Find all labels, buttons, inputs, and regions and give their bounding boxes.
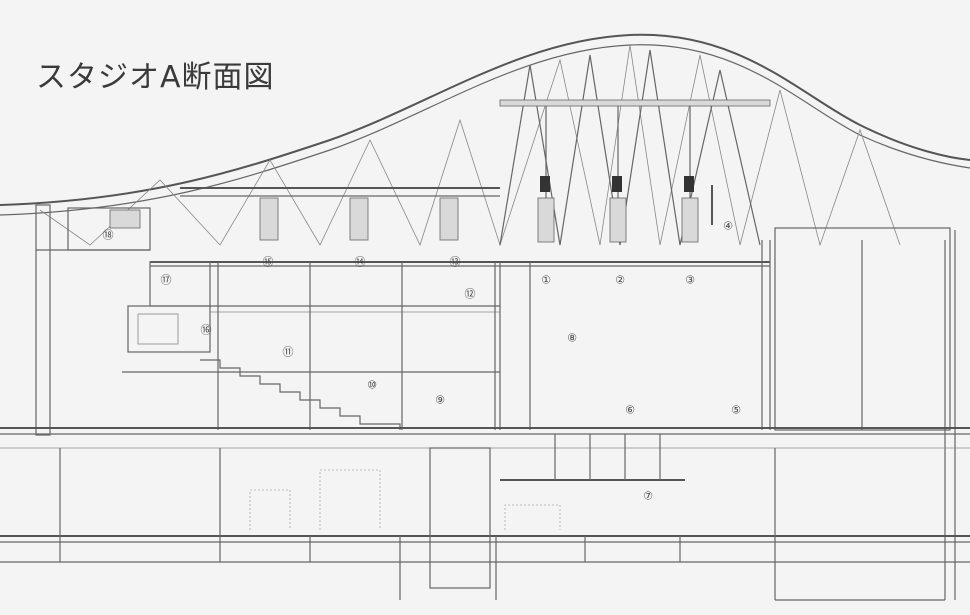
marker-18-label: ⑱ [103, 229, 114, 242]
marker-10: ⑩ [367, 379, 377, 392]
marker-6: ⑥ [625, 404, 635, 417]
light-fixtures [259, 106, 713, 243]
roof-truss-2 [499, 49, 761, 246]
marker-15: ⑮ [263, 256, 274, 269]
marker-5: ⑤ [731, 404, 741, 417]
marker-12: ⑫ [465, 288, 476, 301]
roof-curve-inner [0, 44, 970, 216]
marker-14-label: ⑭ [355, 256, 366, 269]
roof-curve-outer [0, 33, 970, 206]
room-16 [127, 305, 211, 353]
marker-1: ① [541, 274, 551, 287]
marker-18: ⑱ [103, 229, 114, 242]
marker-5-label: ⑤ [731, 404, 741, 417]
marker-1-label: ① [541, 274, 551, 287]
marker-17: ⑰ [161, 274, 172, 287]
marker-3: ③ [685, 274, 695, 287]
marker-4-label: ④ [723, 220, 733, 233]
marker-11: ⑪ [283, 346, 294, 359]
left-wall [35, 204, 51, 436]
marker-16-label: ⑯ [201, 324, 212, 337]
stored-seating-3 [504, 504, 561, 530]
marker-12-label: ⑫ [465, 288, 476, 301]
columns [217, 240, 771, 430]
roof-truss [39, 44, 901, 247]
marker-2: ② [615, 274, 625, 287]
lift-shaft [429, 447, 491, 589]
marker-7-label: ⑦ [643, 490, 653, 503]
marker-13: ⑬ [450, 256, 461, 269]
marker-4: ④ [723, 220, 733, 233]
marker-17-label: ⑰ [161, 274, 172, 287]
marker-10-label: ⑩ [367, 379, 377, 392]
marker-15-label: ⑮ [263, 256, 274, 269]
marker-3-label: ③ [685, 274, 695, 287]
marker-14: ⑭ [355, 256, 366, 269]
camera-box [109, 209, 141, 229]
marker-8: ⑧ [567, 332, 577, 345]
marker-7: ⑦ [643, 490, 653, 503]
basement-columns [59, 448, 776, 600]
marker-11-label: ⑪ [283, 346, 294, 359]
marker-9: ⑨ [435, 394, 445, 407]
marker-9-label: ⑨ [435, 394, 445, 407]
stored-seating-2 [319, 469, 381, 530]
marker-6-label: ⑥ [625, 404, 635, 417]
marker-2-label: ② [615, 274, 625, 287]
stored-seating-1 [249, 489, 291, 530]
drawing-title: スタジオA断面図 [36, 60, 275, 95]
room-16-inner [137, 313, 179, 345]
marker-16: ⑯ [201, 324, 212, 337]
room-17 [149, 261, 211, 307]
marker-8-label: ⑧ [567, 332, 577, 345]
seating-steps [200, 359, 401, 430]
upper-beam [499, 99, 771, 107]
marker-13-label: ⑬ [450, 256, 461, 269]
